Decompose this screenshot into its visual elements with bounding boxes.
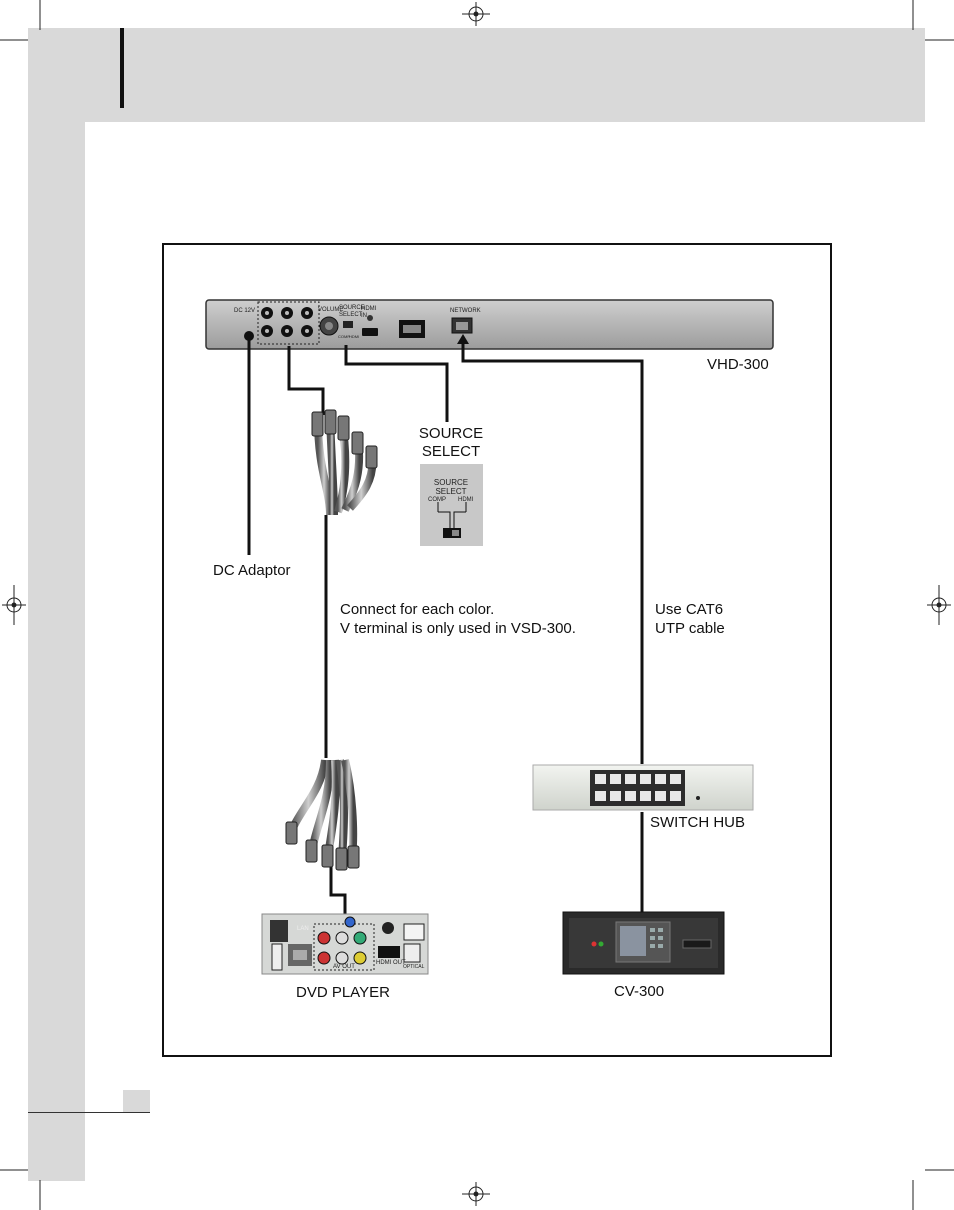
- dc-adaptor-label: DC Adaptor: [213, 562, 291, 580]
- dvd-optical-label: OPTICAL: [403, 964, 424, 971]
- hdmi-in-port-label: HDMI IN: [361, 306, 379, 320]
- dvd-lan-label: LAN: [297, 926, 309, 933]
- dvd-hdmi-out-label: HDMI OUT: [376, 960, 406, 967]
- cat6-note-line1: Use CAT6: [655, 601, 723, 619]
- dvd-av-out-label: AV OUT: [333, 964, 355, 971]
- source-select-port-label: SOURCE SELECT: [339, 305, 361, 319]
- dc-port-label: DC 12V: [234, 308, 255, 315]
- cv-300-device: [563, 912, 724, 974]
- source-option-hdmi: HDMI: [458, 497, 473, 504]
- switch-hub-device: [533, 765, 753, 810]
- cat6-note-line2: UTP cable: [655, 620, 725, 638]
- hdmi-port-small-label: HDMI: [349, 333, 359, 340]
- source-select-switch: [343, 321, 353, 328]
- source-select-title: SOURCE SELECT: [410, 425, 492, 461]
- cv-300-label: CV-300: [614, 983, 664, 1001]
- source-select-inset: [420, 464, 483, 546]
- source-select-inset-title: SOURCE SELECT: [428, 478, 474, 496]
- vhd-300-rear-panel: [206, 300, 773, 349]
- rca-cable-bundle-top: [312, 410, 377, 515]
- connect-note-line1: Connect for each color.: [340, 601, 494, 619]
- connect-note-line2: V terminal is only used in VSD-300.: [340, 620, 576, 638]
- rca-cable-bundle-bottom: [286, 760, 359, 870]
- source-option-comp: COMP: [428, 497, 446, 504]
- dvd-player-label: DVD PLAYER: [296, 984, 390, 1002]
- hdmi-port: [362, 328, 378, 336]
- switch-hub-label: SWITCH HUB: [650, 814, 745, 832]
- vhd-300-label: VHD-300: [707, 356, 769, 374]
- network-port-label: NETWORK: [450, 308, 481, 315]
